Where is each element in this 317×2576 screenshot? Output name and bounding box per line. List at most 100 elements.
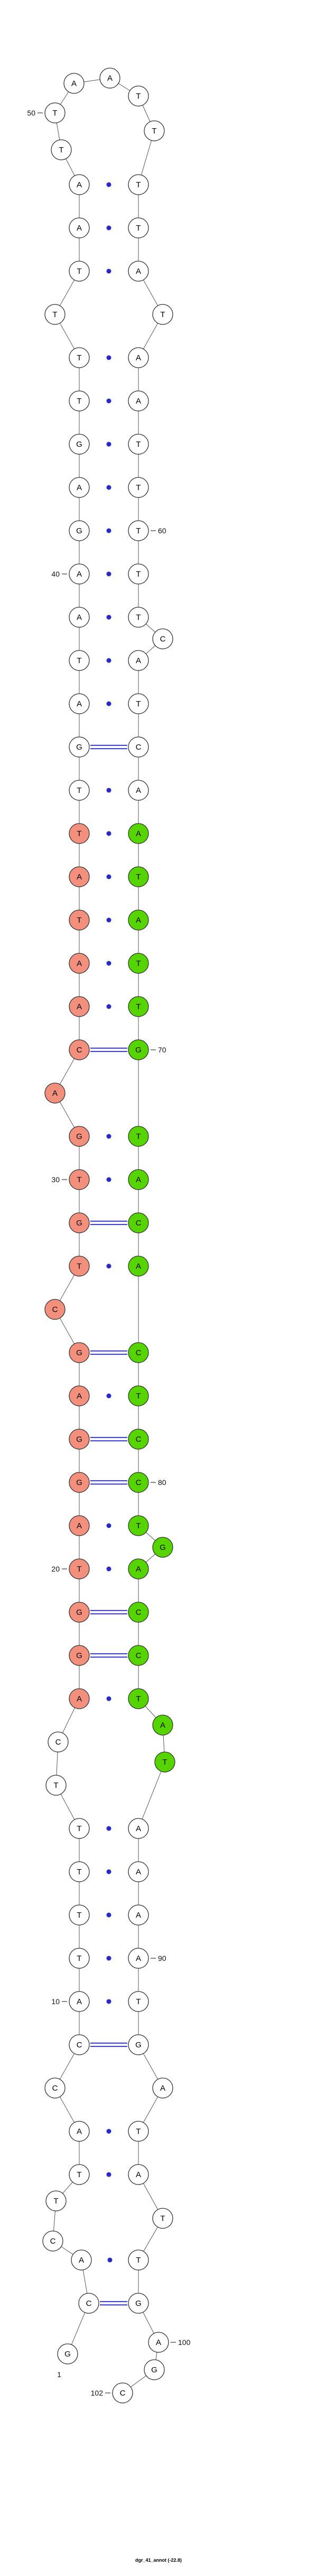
nucleotide-letter: T [77,1911,81,1920]
pair-dot-bond [107,2257,113,2263]
nucleotide-T-15 [45,1775,67,1796]
nucleotide-letter: T [77,786,81,795]
nucleotide-T-79 [128,996,149,1017]
nucleotide-T-78 [128,953,149,974]
nucleotide-letter: A [77,180,82,189]
position-label: 100 [178,2338,191,2347]
nucleotide-letter: C [136,1478,142,1487]
nucleotide-T-101 [128,1991,149,2012]
nucleotide-letter: G [76,1435,82,1444]
position-label: 80 [158,1478,166,1487]
nucleotide-A-51 [69,217,90,238]
nucleotide-letter: A [136,1868,141,1876]
nucleotide-A-21 [69,1515,90,1536]
nucleotide-T-86 [128,1385,149,1406]
pair-dot-bond [106,1177,111,1182]
nucleotide-letter: C [52,1305,58,1314]
nucleotide-letter: T [136,873,141,882]
pair-dot-bond [106,831,111,836]
pair-dot-bond [106,658,111,663]
nucleotide-A-98 [128,1861,149,1882]
nucleotide-C-87 [128,1429,149,1450]
pair-dot-bond [106,1869,111,1874]
nucleotide-letter: A [136,267,141,276]
nucleotide-G-1 [57,2343,78,2364]
nucleotide-letter: A [77,873,82,882]
position-label: 50 [27,109,35,117]
nucleotide-T-48 [69,347,90,368]
nucleotide-G-39 [69,736,90,758]
nucleotide-letter: G [76,1608,82,1617]
nucleotide-letter: A [77,1392,82,1401]
nucleotide-letter: G [64,2350,71,2359]
nucleotide-letter: T [77,656,81,665]
nucleotide-letter: A [136,1565,141,1574]
nucleotide-A-82 [128,1169,149,1190]
nucleotide-T-107 [128,2249,149,2271]
pair-dot-bond [106,225,111,231]
nucleotide-C-4 [42,2230,63,2252]
nucleotide-letter: C [52,2084,58,2093]
nucleotide-letter: C [50,2237,56,2246]
nucleotide-A-97 [128,1818,149,1839]
nucleotide-T-72 [128,693,149,714]
nucleotide-letter: G [76,1132,82,1141]
nucleotide-C-88 [128,1472,149,1493]
nucleotide-letter: G [76,440,82,449]
nucleotide-letter: A [77,1521,82,1530]
nucleotide-A-77 [128,909,149,931]
nucleotide-letter: C [77,1046,82,1055]
pair-dot-bond [106,1956,111,1961]
pair-dot-bond [106,701,111,706]
position-label: 90 [158,1954,166,1962]
nucleotide-letter: A [136,2170,141,2179]
nucleotide-A-105 [128,2164,149,2185]
pair-dot-bond [106,1696,111,1701]
nucleotide-G-30 [69,1126,90,1147]
nucleotide-A-100 [128,1948,149,1969]
nucleotide-letter: G [135,2299,142,2308]
nucleotide-A-74 [128,780,149,801]
nucleotide-C-83 [128,1212,149,1233]
nucleotide-T-104 [128,2121,149,2142]
nucleotide-letter: T [52,310,57,319]
nucleotide-T-54 [44,102,66,123]
pair-dot-bond [106,874,111,879]
nucleotide-letter: A [136,397,141,406]
nucleotide-letter: G [76,743,82,752]
nucleotide-G-80 [128,1039,149,1060]
pair-dot-bond [106,1999,111,2004]
nucleotide-A-10 [69,1991,90,2012]
nucleotide-T-50 [69,261,90,282]
nucleotide-letter: T [136,700,141,708]
nucleotide-A-99 [128,1904,149,1926]
nucleotide-letter: G [76,1651,82,1660]
nucleotide-T-47 [69,390,90,411]
nucleotide-letter: A [79,2256,84,2265]
nucleotide-letter: G [160,1543,166,1552]
nucleotide-T-53 [51,139,72,160]
nucleotide-C-111 [112,2382,133,2403]
nucleotide-letter: T [136,1002,141,1011]
nucleotide-C-2 [78,2293,99,2314]
nucleotide-letter: T [77,829,81,838]
nucleotide-letter: C [136,1651,142,1660]
nucleotide-G-110 [144,2359,165,2380]
pair-dot-bond [106,2172,111,2177]
nucleotide-G-46 [69,434,90,455]
nucleotide-A-31 [44,1083,66,1104]
nucleotide-letter: A [71,79,77,88]
pair-dot-bond [106,961,111,966]
nucleotide-T-5 [45,2190,67,2211]
nucleotide-letter: T [136,483,141,492]
nucleotide-letter: G [76,1478,82,1487]
nucleotide-letter: A [136,1911,141,1920]
nucleotide-C-73 [128,736,149,758]
pair-dot-bond [106,355,111,360]
pair-dot-bond [106,1566,111,1572]
nucleotide-A-43 [69,563,90,585]
nucleotide-G-18 [69,1645,90,1666]
nucleotide-T-38 [69,780,90,801]
